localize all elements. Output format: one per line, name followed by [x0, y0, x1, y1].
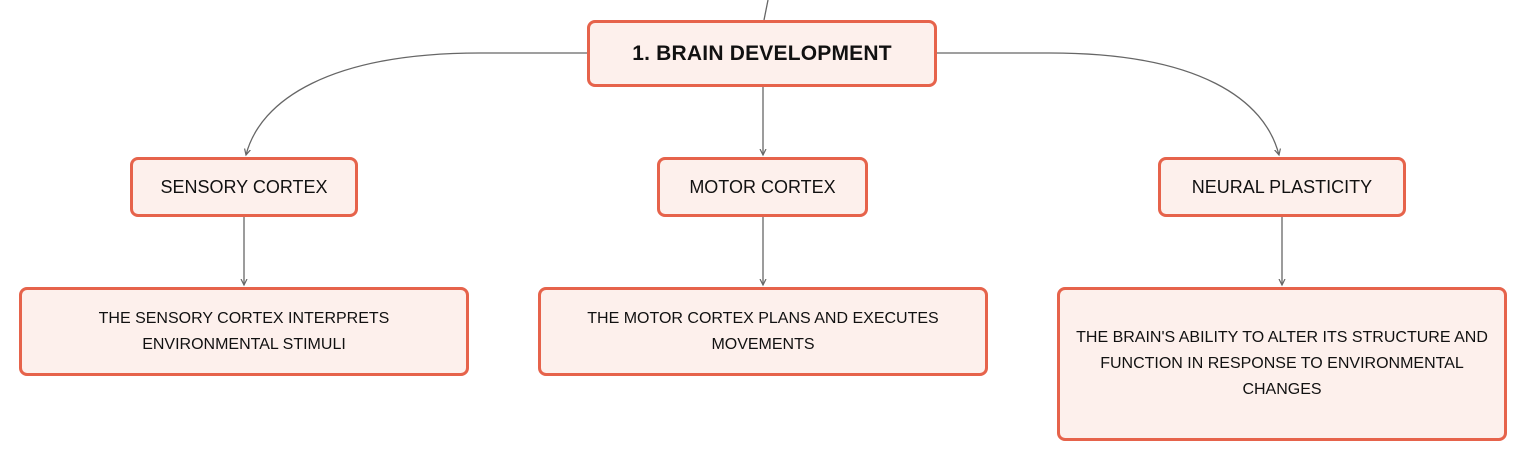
connector-root-to-sensory [246, 52, 587, 155]
topic-node-label: NEURAL PLASTICITY [1191, 176, 1373, 197]
connector-root-to-plasticity [937, 52, 1279, 155]
incoming-connector [763, 0, 769, 21]
topic-node-label: SENSORY CORTEX [160, 176, 328, 197]
detail-node-motor-cortex[interactable]: THE MOTOR CORTEX PLANS AND EXECUTES MOVE… [538, 287, 988, 376]
root-node[interactable]: 1. BRAIN DEVELOPMENT [587, 20, 937, 87]
detail-node-neural-plasticity[interactable]: THE BRAIN'S ABILITY TO ALTER ITS STRUCTU… [1057, 287, 1507, 441]
topic-node-label: MOTOR CORTEX [689, 176, 836, 197]
topic-node-sensory-cortex[interactable]: SENSORY CORTEX [130, 157, 358, 217]
detail-node-text: THE BRAIN'S ABILITY TO ALTER ITS STRUCTU… [1076, 329, 1488, 398]
detail-node-sensory-cortex[interactable]: THE SENSORY CORTEX INTERPRETS ENVIRONMEN… [19, 287, 469, 376]
topic-node-neural-plasticity[interactable]: NEURAL PLASTICITY [1158, 157, 1406, 217]
topic-node-motor-cortex[interactable]: MOTOR CORTEX [657, 157, 868, 217]
detail-node-text: THE SENSORY CORTEX INTERPRETS ENVIRONMEN… [98, 309, 390, 353]
root-node-label: 1. BRAIN DEVELOPMENT [632, 41, 892, 65]
detail-node-text: THE MOTOR CORTEX PLANS AND EXECUTES MOVE… [587, 309, 939, 353]
